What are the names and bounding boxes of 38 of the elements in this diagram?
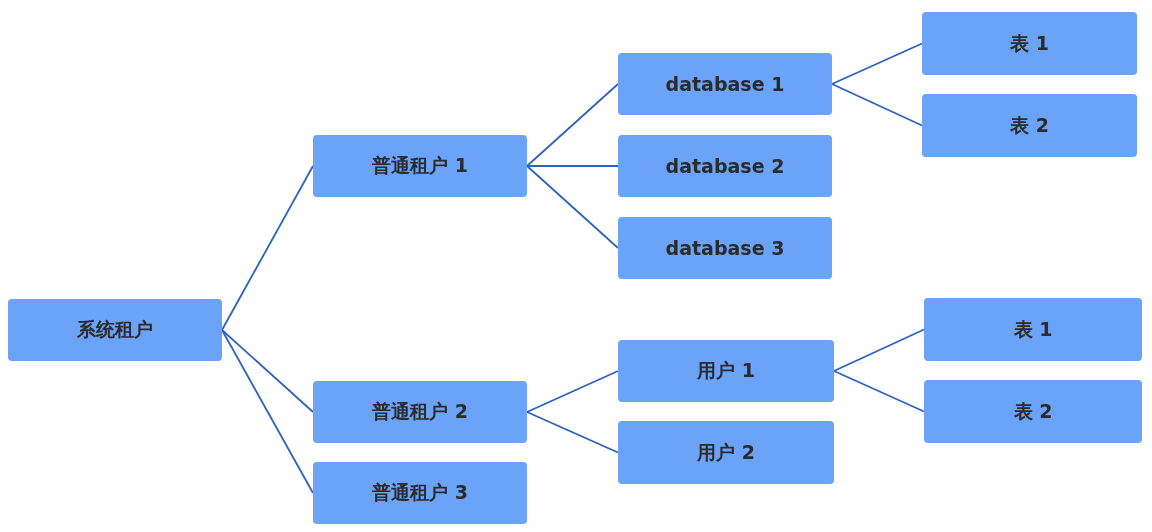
connector-line: [831, 42, 923, 85]
tree-node-box: [8, 299, 222, 361]
connector-line: [221, 165, 314, 331]
node-label: 表 1: [1013, 316, 1053, 342]
node-label: 表 2: [1013, 398, 1053, 424]
tree-node-box: [922, 12, 1137, 75]
tree-node-box: [618, 53, 832, 115]
node-label: 表 2: [1010, 112, 1049, 138]
tree-node-box: [618, 340, 834, 402]
tree-node-box: [618, 217, 832, 279]
tree-node-box: [922, 94, 1137, 157]
node-label: 用户 2: [697, 439, 755, 465]
connector-line: [526, 411, 619, 454]
tree-node-box: [618, 135, 832, 197]
tree-node-box: [313, 135, 527, 197]
node-label: 普通租户 3: [372, 480, 468, 505]
node-label: database 3: [665, 237, 785, 259]
tree-node-box: [313, 381, 527, 443]
connector-line: [526, 165, 619, 167]
node-label: database 2: [665, 155, 785, 177]
node-label: 普通租户 2: [372, 399, 468, 424]
connector-line: [831, 83, 923, 127]
connector-line: [833, 328, 925, 372]
node-label: 用户 1: [697, 358, 755, 383]
connector-line: [526, 83, 619, 167]
tree-node-box: [618, 421, 834, 484]
connector-line: [526, 370, 619, 413]
tree-node-box: [313, 462, 527, 524]
tree-node-box: [924, 380, 1142, 443]
connector-line: [833, 370, 925, 413]
connector-line: [221, 329, 314, 413]
tree-node-box: [924, 298, 1142, 361]
node-label: 普通租户 1: [372, 153, 468, 178]
connector-line: [221, 329, 314, 494]
connector-line: [526, 165, 619, 249]
node-label: 表 1: [1010, 30, 1049, 56]
node-label: database 1: [665, 73, 785, 95]
node-label: 系统租户: [77, 317, 153, 342]
